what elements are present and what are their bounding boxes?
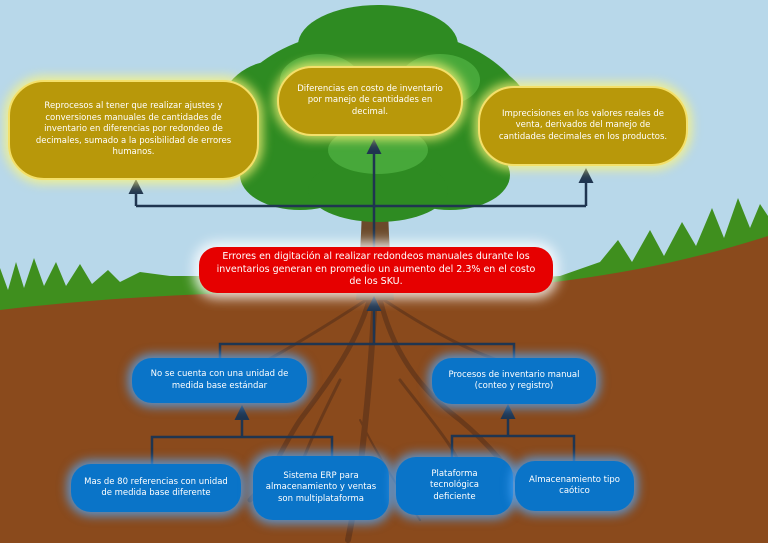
- cause-connectors: [150, 296, 576, 465]
- subcause-box-deficient-platform: Plataforma tecnológica deficiente: [396, 457, 513, 515]
- subcause-box-erp-multiplatform: Sistema ERP para almacenamiento y ventas…: [253, 456, 389, 520]
- subcause-text-erp-multiplatform: Sistema ERP para almacenamiento y ventas…: [265, 470, 377, 504]
- cause-box-manual-inventory: Procesos de inventario manual (conteo y …: [432, 358, 596, 404]
- central-problem-text: Errores en digitación al realizar redond…: [216, 250, 536, 288]
- subcause-text-80-references: Mas de 80 referencias con unidad de medi…: [84, 476, 228, 498]
- grass-band: [0, 198, 768, 310]
- effect-text-cost-differences: Diferencias en costo de inventario por m…: [297, 83, 443, 117]
- cause-box-no-standard-unit: No se cuenta con una unidad de medida ba…: [132, 358, 307, 403]
- effect-connectors: [128, 139, 594, 258]
- effect-box-reprocesses: Reprocesos al tener que realizar ajustes…: [8, 80, 259, 180]
- central-problem-box: Errores en digitación al realizar redond…: [199, 247, 553, 293]
- effect-text-sales-inaccuracies: Imprecisiones en los valores reales de v…: [498, 108, 668, 142]
- subcause-box-chaotic-storage: Almacenamiento tipo caótico: [515, 461, 634, 511]
- cause-text-no-standard-unit: No se cuenta con una unidad de medida ba…: [150, 369, 289, 391]
- cause-text-manual-inventory: Procesos de inventario manual (conteo y …: [448, 369, 580, 391]
- subcause-box-80-references: Mas de 80 referencias con unidad de medi…: [71, 464, 241, 512]
- effect-box-cost-differences: Diferencias en costo de inventario por m…: [277, 66, 463, 136]
- effect-box-sales-inaccuracies: Imprecisiones en los valores reales de v…: [478, 86, 688, 166]
- subcause-text-chaotic-storage: Almacenamiento tipo caótico: [529, 474, 620, 496]
- effect-text-reprocesses: Reprocesos al tener que realizar ajustes…: [35, 101, 232, 158]
- subcause-text-deficient-platform: Plataforma tecnológica deficiente: [429, 468, 480, 502]
